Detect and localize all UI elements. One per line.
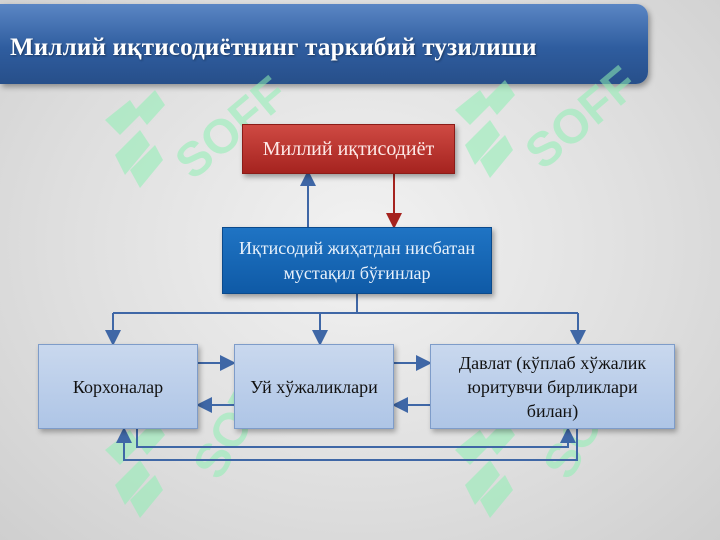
node-independent-units: Иқтисодий жиҳатдан нисбатан мустақил бўғ… [222, 227, 492, 294]
node-label: Миллий иқтисодиёт [262, 137, 435, 160]
node-label: Давлат (кўплаб хўжалик юритувчи бирликла… [458, 352, 647, 421]
node-state: Давлат (кўплаб хўжалик юритувчи бирликла… [430, 344, 675, 429]
page-title: Миллий иқтисодиётнинг таркибий тузилиши [10, 34, 537, 61]
node-national-economy: Миллий иқтисодиёт [242, 124, 455, 174]
node-households: Уй хўжаликлари [234, 344, 394, 429]
node-label: Уй хўжаликлари [250, 376, 378, 397]
node-label: Корхоналар [72, 376, 164, 397]
node-label: Иқтисодий жиҳатдан нисбатан мустақил бўғ… [238, 237, 475, 283]
node-enterprises: Корхоналар [38, 344, 198, 429]
soff-logo-icon: SOFF [455, 57, 645, 180]
title-banner: Миллий иқтисодиётнинг таркибий тузилиши [0, 4, 648, 84]
